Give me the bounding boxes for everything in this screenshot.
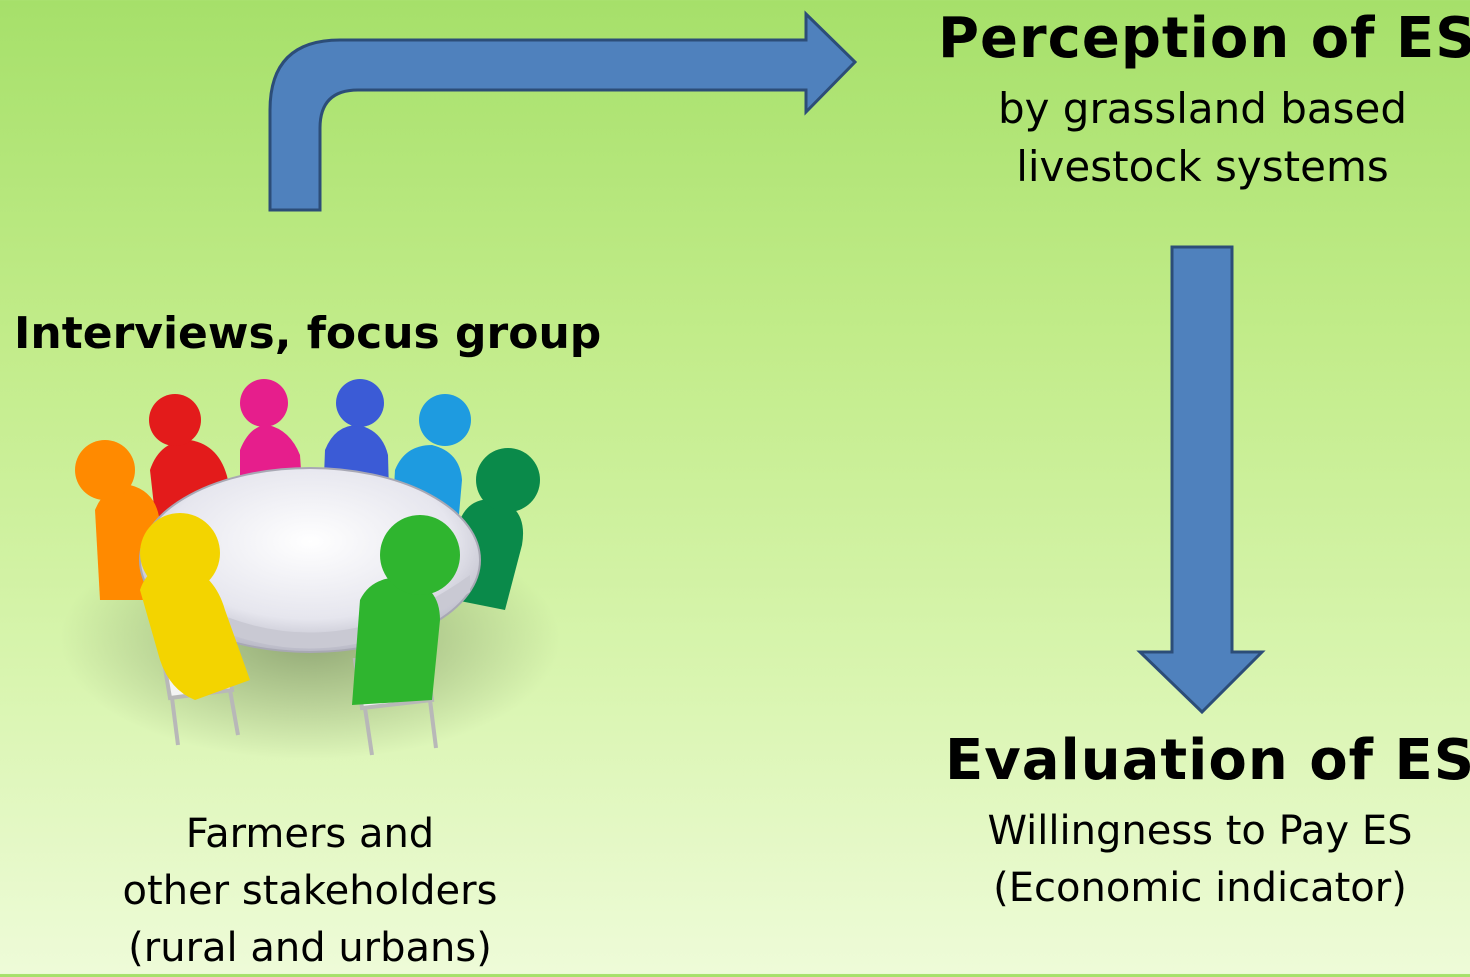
evaluation-subtitle-line: Willingness to Pay ES [987, 808, 1413, 854]
interviews-title: Interviews, focus group [14, 308, 602, 359]
meeting-illustration [60, 379, 560, 760]
figure-green [352, 515, 460, 705]
down-arrow [1136, 245, 1266, 715]
evaluation-subtitle: Willingness to Pay ES (Economic indicato… [940, 803, 1460, 917]
evaluation-subtitle-line: (Economic indicator) [993, 865, 1407, 911]
participants-line: other stakeholders [122, 868, 498, 914]
participants-caption: Farmers and other stakeholders (rural an… [60, 806, 560, 977]
perception-title: Perception of ES [938, 6, 1470, 71]
figure-yellow [140, 513, 250, 700]
participants-line: Farmers and [185, 811, 435, 857]
perception-subtitle-line: by grassland based [997, 84, 1408, 133]
participants-line: (rural and urbans) [128, 925, 492, 971]
perception-subtitle: by grassland based livestock systems [930, 80, 1470, 196]
perception-subtitle-line: livestock systems [1016, 142, 1389, 191]
bent-arrow-right [268, 10, 858, 212]
evaluation-title: Evaluation of ES [945, 728, 1470, 793]
